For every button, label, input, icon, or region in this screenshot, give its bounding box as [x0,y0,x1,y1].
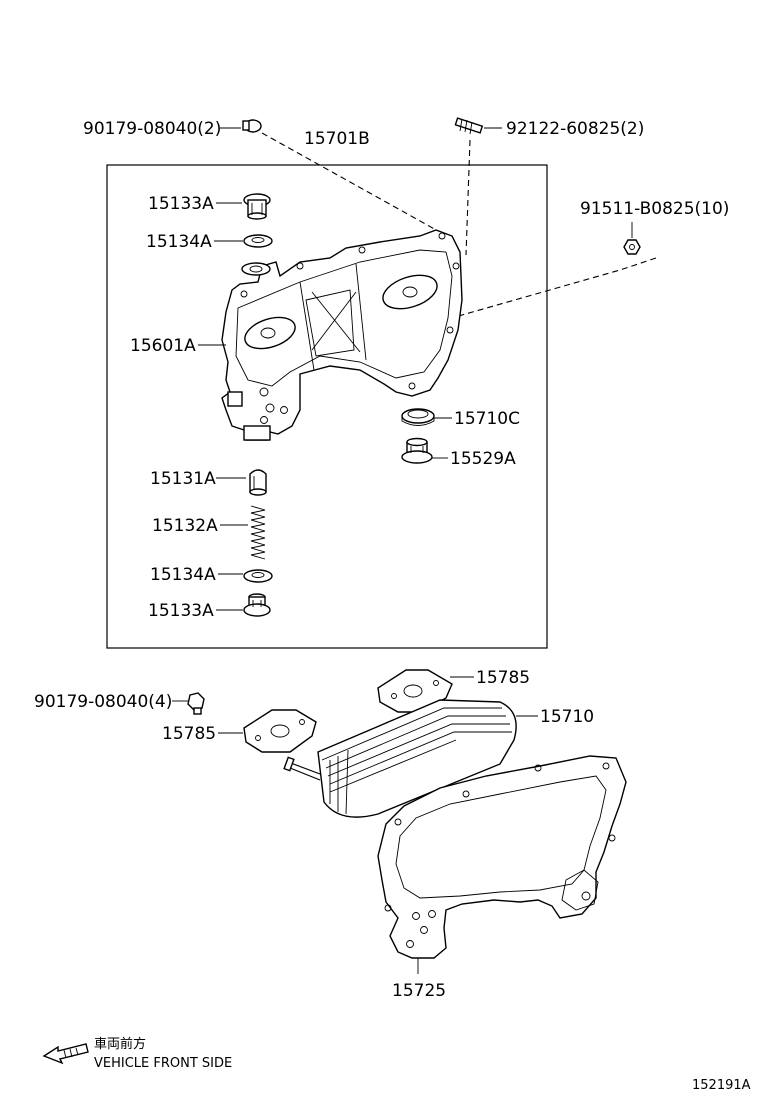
gasket-top-icon [243,234,273,248]
label-housing: 15601A [130,336,196,356]
oil-cooler-element-icon [283,699,517,818]
label-stud: 92122-60825(2) [506,119,644,139]
label-cooler: 15710 [540,707,594,727]
plug-bottom-icon [243,593,271,617]
bolt-lower-icon [187,692,205,715]
label-gasket-c: 15710C [454,409,520,429]
front-arrow-icon [42,1043,89,1065]
label-gasket-785-right: 15785 [476,668,530,688]
assembly-frame [106,164,548,649]
label-gasket-bottom: 15134A [150,565,216,585]
label-valve: 15131A [150,469,216,489]
front-side-jp: 車両前方 [94,1036,146,1052]
dash-nut [454,257,657,318]
label-plug-c: 15529A [450,449,516,469]
label-nut: 91511-B0825(10) [580,199,729,219]
label-bolt-lower: 90179-08040(4) [34,692,172,712]
label-plug-bottom: 15133A [148,601,214,621]
label-gasket-top: 15134A [146,232,212,252]
label-spring: 15132A [152,516,218,536]
label-plug-top: 15133A [148,194,214,214]
gasket-15710c-icon [401,408,435,426]
cooler-housing-icon [221,229,463,441]
plug-top-icon [243,193,271,220]
gasket-785-left-icon [243,709,317,753]
relief-valve-icon [249,469,267,496]
nut-icon [623,239,641,255]
front-side-en: VEHICLE FRONT SIDE [94,1056,232,1071]
dash-bolt-top [261,132,448,237]
bolt-top-icon [242,119,262,133]
label-cooler-gasket: 15725 [392,981,446,1001]
gasket-bottom-icon [243,569,273,583]
spring-icon [250,505,266,560]
label-assembly: 15701B [304,129,370,149]
dash-stud [465,139,471,256]
cooler-gasket-icon [377,755,627,959]
gasket-785-right-icon [377,669,453,713]
figure-id: 152191A [692,1078,751,1093]
label-gasket-785-left: 15785 [162,724,216,744]
label-bolt-top: 90179-08040(2) [83,119,221,139]
plug-15529a-icon [401,437,433,464]
stud-icon [454,117,484,135]
